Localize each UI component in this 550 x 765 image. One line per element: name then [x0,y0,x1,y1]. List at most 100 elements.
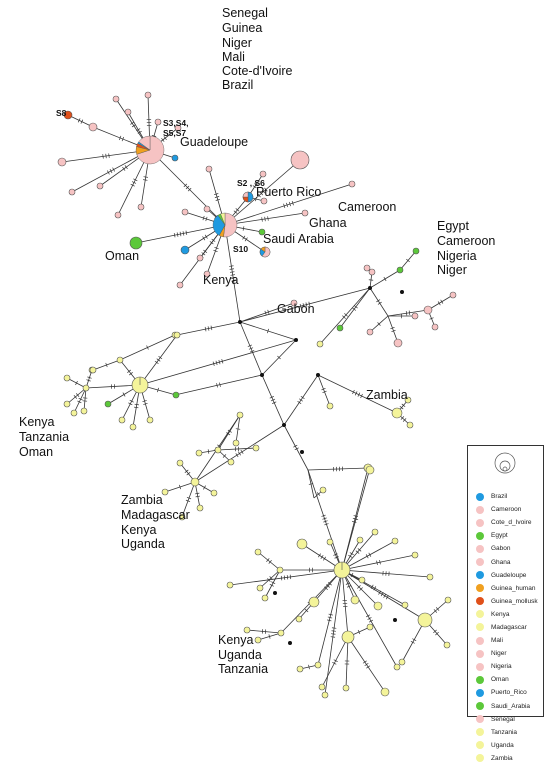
haplotype-node [237,412,243,418]
legend-item: Cameroon [476,503,538,516]
mutation-tick [406,311,407,315]
legend-item: Guadeloupe [476,569,538,582]
network-edge [67,388,86,404]
haplotype-node [315,662,321,668]
haplotype-node [394,664,400,670]
legend-label: Kenya [491,611,509,618]
region-label: Kenya [121,523,156,537]
legend-swatch [476,637,484,645]
mutation-tick [143,180,147,181]
haplotype-node [105,401,111,407]
legend-item: Saudi_Arabia [476,700,538,713]
mutation-tick [205,327,206,331]
haplotype-node [97,183,103,189]
network-edge [342,541,395,570]
legend-item: Tanzania [476,726,538,739]
mutation-tick [177,232,178,236]
haplotype-node [424,306,432,314]
legend-item: Cote_d_Ivoire [476,516,538,529]
network-edge [322,637,348,687]
mutation-tick [180,232,181,236]
legend-label: Oman [491,676,509,683]
haplotype-node [402,602,408,608]
mutation-tick [134,407,138,408]
mutation-tick [135,404,139,405]
haplotype-node [317,341,323,347]
median-vector [368,286,372,290]
sample-id-s8: S8 [56,108,67,118]
legend-swatch [476,584,484,592]
mutation-tick [376,300,380,302]
legend-item: Madagascar [476,621,538,634]
haplotype-node [130,237,142,249]
legend-swatch [476,689,484,697]
mutation-tick [203,236,205,240]
mutation-tick [386,595,388,599]
median-vector [400,290,404,294]
label-guadeloupe: Guadeloupe [180,135,248,149]
label-saudi-arabia: Saudi Arabia [263,232,334,246]
haplotype-node [177,460,183,466]
region-label: Senegal [222,6,268,20]
legend-label: Zambia [491,755,513,762]
median-vector [282,423,286,427]
mutation-tick [290,575,291,579]
mutation-tick [363,661,367,663]
legend-item: Gabon [476,542,538,555]
mutation-tick [125,165,128,169]
label-puerto-rico: Puerto Rico [256,185,321,199]
mutation-tick [369,280,373,281]
legend-swatch [476,741,484,749]
legend-swatch [476,558,484,566]
mutation-tick [109,153,110,157]
mutation-tick [354,305,358,308]
mutation-tick [245,238,247,242]
haplotype-node [302,210,308,216]
haplotype-node [349,181,355,187]
haplotype-node [181,246,189,254]
haplotype-node [204,206,210,212]
haplotype-node [319,684,325,690]
legend-swatch [476,506,484,514]
label-zambia-right: Zambia [366,388,408,402]
haplotype-node [130,424,136,430]
mutation-tick [381,592,383,596]
haplotype-node [58,158,66,166]
legend-label: Nigeria [491,663,512,670]
mutation-tick [332,631,336,632]
haplotype-node [278,630,284,636]
mutation-tick [229,266,233,267]
haplotype-node [228,459,234,465]
mutation-tick [366,666,370,668]
haplotype-node [197,505,203,511]
haplotype-node [366,466,374,474]
haplotype-node [257,585,263,591]
legend-label: Guadeloupe [491,572,526,579]
haplotype-node [117,357,123,363]
pie-slice [243,197,248,202]
haplotype-node [450,292,456,298]
mutation-tick [155,361,159,364]
legend-item: Egypt [476,529,538,542]
median-vector [260,373,264,377]
legend-label: Puerto_Rico [491,689,527,696]
haplotype-node [394,339,402,347]
haplotype-node [399,659,405,665]
mutation-tick [332,628,336,629]
haplotype-node [260,171,266,177]
haplotype-node [125,109,131,115]
haplotype-node [253,445,259,451]
sample-id-s10: S10 [233,244,248,254]
mutation-tick [365,663,369,665]
network-edge [370,288,388,316]
legend-swatch [476,663,484,671]
region-label: Nigeria [437,249,477,263]
mutation-tick [241,450,243,454]
haplotype-node [407,422,413,428]
mutation-tick [281,576,282,580]
legend-item: Nigeria [476,660,538,673]
mutation-tick [211,326,212,330]
haplotype-node [369,269,375,275]
haplotype-node [174,332,180,338]
